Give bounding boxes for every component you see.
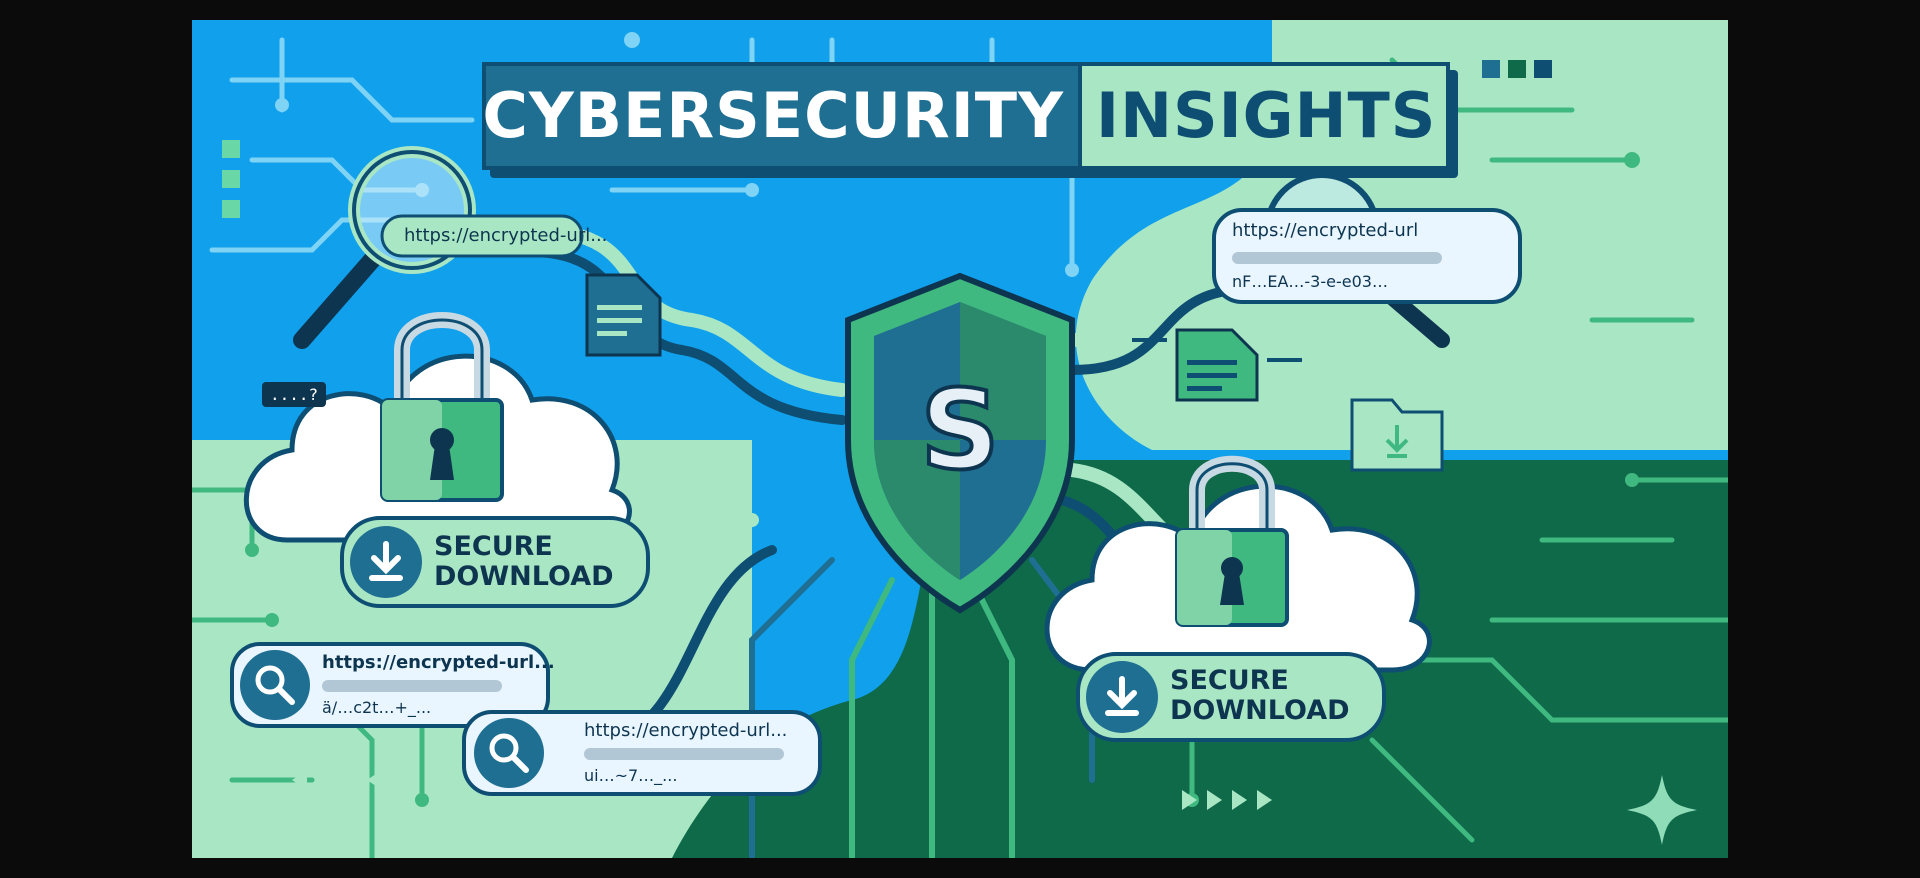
download-line1: SECURE <box>1170 665 1289 696</box>
search-glyph-left <box>255 665 295 705</box>
url-bar-top-left <box>380 214 584 258</box>
square-markers <box>222 140 240 218</box>
cybersecurity-illustration: CYBERSECURITY INSIGHTS S https://encrypt… <box>192 20 1728 858</box>
search-icon-bottom <box>474 718 544 788</box>
arrow-markers <box>292 770 1272 810</box>
blurred-line <box>584 748 784 760</box>
folder-download-icon <box>1350 398 1444 472</box>
sparkle-icon <box>1627 775 1697 845</box>
search-icon-left <box>240 650 310 720</box>
question-badge: ....? <box>262 382 327 407</box>
url-text-3-line3: ui…~7…_... <box>584 766 678 785</box>
download-line2: DOWNLOAD <box>434 561 614 592</box>
corner-squares <box>1482 60 1552 78</box>
url-text-1-line3: nF…EA…-3-e-e03… <box>1232 272 1388 291</box>
title-banner: CYBERSECURITY INSIGHTS <box>482 62 1462 182</box>
download-line2: DOWNLOAD <box>1170 695 1350 726</box>
blurred-line <box>322 680 502 692</box>
url-text-0: https://encrypted-url... <box>404 225 608 246</box>
shield-letter: S <box>918 366 1001 494</box>
url-text-3: https://encrypted-url... <box>584 720 788 741</box>
download-line1: SECURE <box>434 531 553 562</box>
shield-icon <box>845 272 1075 614</box>
title-part1: CYBERSECURITY <box>482 79 1064 152</box>
download-label-left: SECURE DOWNLOAD <box>434 532 614 592</box>
padlock-icon-right <box>1175 455 1289 627</box>
circuit-nodes-bottom <box>245 152 1640 807</box>
download-glyph-right <box>1105 676 1139 716</box>
url-text-2: https://encrypted-url... <box>322 652 555 673</box>
blurred-line <box>1232 252 1442 264</box>
download-label-right: SECURE DOWNLOAD <box>1170 666 1350 726</box>
download-glyph-left <box>369 541 403 581</box>
search-glyph-bottom <box>489 733 529 773</box>
padlock-icon-left <box>380 312 504 502</box>
url-text-1: https://encrypted-url <box>1232 220 1419 241</box>
document-icon <box>585 273 662 357</box>
document-icon-right <box>1132 328 1302 402</box>
url-text-2-line3: ä/…c2t…+_... <box>322 698 432 717</box>
title-part2: INSIGHTS <box>1096 79 1437 152</box>
